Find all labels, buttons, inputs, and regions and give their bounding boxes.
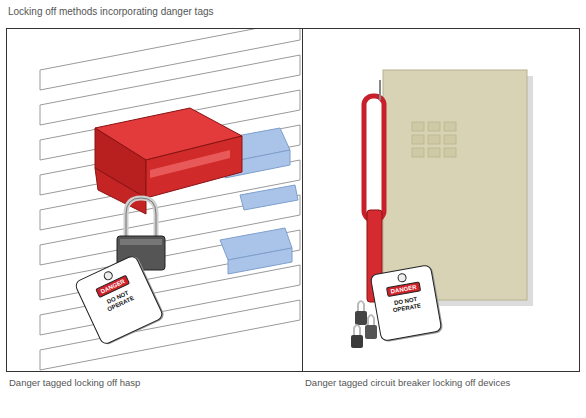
diagram-title: Locking off methods incorporating danger…	[8, 6, 214, 17]
switchboard	[40, 29, 300, 370]
panel-caption: Danger tagged circuit breaker locking of…	[305, 377, 540, 389]
locking-hasp	[95, 108, 242, 214]
tag-heading: DANGER	[386, 281, 421, 297]
danger-tag: DANGERDO NOT OPERATE	[370, 264, 443, 342]
illustration-panel: Danger tagged locking off haspDANGERDO N…	[6, 28, 303, 372]
illustration-panel: Danger tagged circuit breaker locking of…	[302, 28, 580, 372]
danger-tag: DANGERDO NOT OPERATE	[73, 254, 164, 346]
panel-caption: Danger tagged locking off hasp	[9, 377, 289, 389]
tag-warning: DO NOT OPERATE	[381, 294, 431, 316]
